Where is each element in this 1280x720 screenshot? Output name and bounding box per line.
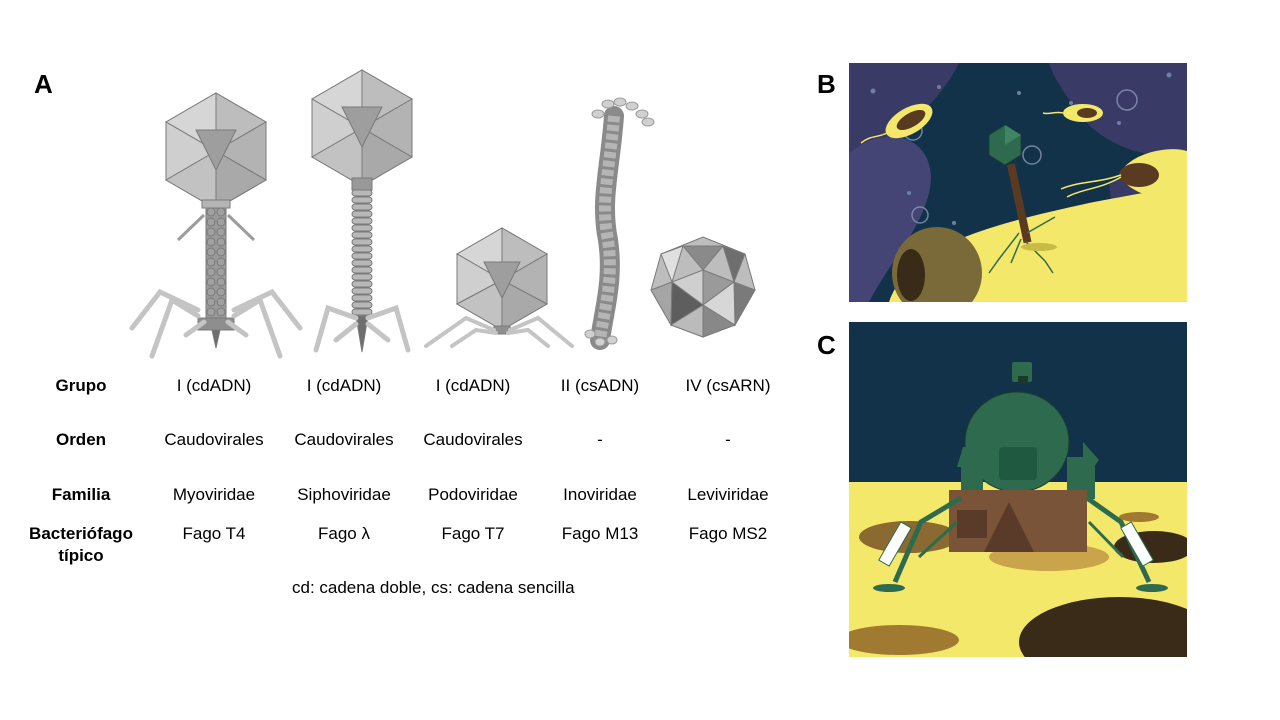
cell-grupo: II (csADN) [560,376,640,395]
cell-orden: - [725,430,731,449]
bacterium-swimming [860,103,933,144]
cell-grupo: I (cdADN) [176,376,252,395]
row-header-familia: Familia [51,485,111,504]
cell-fago: Fago M13 [561,524,639,543]
cell-grupo: IV (csARN) [685,376,771,395]
bacterium-swimming [1060,149,1187,203]
row-header-orden: Orden [55,430,107,449]
moon-crater [1119,512,1159,522]
cell-orden: - [597,430,603,449]
panel-label-c: C [817,330,836,360]
lander-phage [873,362,1168,592]
panel-b-illustration [849,63,1187,302]
phage-illustrations [129,69,756,359]
panel-label-a: A [34,69,53,99]
row-header-grupo: Grupo [55,376,107,395]
cell-familia: Podoviridae [428,485,518,504]
bacterium-pore [897,249,925,301]
cell-orden: Caudovirales [164,430,264,449]
phage-landing [988,124,1057,274]
cell-grupo: I (cdADN) [306,376,382,395]
footnote: cd: cadena doble, cs: cadena sencilla [292,578,575,597]
cell-orden: Caudovirales [423,430,523,449]
panel-label-b: B [817,69,836,99]
cell-familia: Leviviridae [687,485,769,504]
moon-crater [1019,597,1187,657]
cell-fago: Fago T7 [441,524,505,543]
cell-familia: Myoviridae [172,485,256,504]
phage-lambda-illustration [311,69,413,353]
cell-familia: Inoviridae [563,485,637,504]
cell-familia: Siphoviridae [297,485,391,504]
row-header-bacteriofago-line1: Bacteriófago [29,524,133,543]
row-header-bacteriofago-line2: típico [58,546,104,565]
moon-crater [849,625,959,655]
bacterium-swimming [1042,104,1103,122]
cell-fago: Fago T4 [182,524,246,543]
nebula-shape [1049,63,1187,156]
panel-c-illustration [849,322,1187,657]
phage-ms2-illustration [650,236,756,338]
phage-t7-illustration [424,227,574,348]
cell-fago: Fago λ [318,524,370,543]
cell-grupo: I (cdADN) [435,376,511,395]
row-header-bacteriofago: Bacteriófago típico [29,523,133,567]
phage-t4-illustration [129,92,303,359]
phage-m13-illustration [584,97,655,350]
cell-orden: Caudovirales [294,430,394,449]
cell-fago: Fago MS2 [688,524,768,543]
nebula-shape [849,136,931,302]
